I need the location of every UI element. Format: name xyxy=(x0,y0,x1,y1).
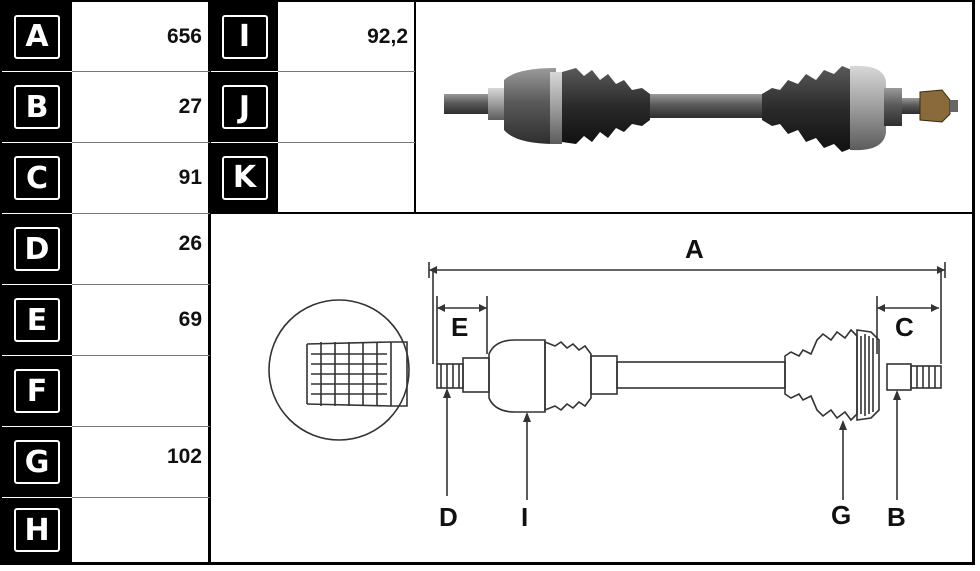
drawing-shaft xyxy=(616,361,786,389)
left-joint-housing xyxy=(504,68,556,144)
value-i: 92,2 xyxy=(367,24,408,48)
drawing-label-i: I xyxy=(521,502,528,532)
label-cell-h: H xyxy=(2,498,72,562)
row-line-m2 xyxy=(278,142,415,143)
drawing-left-housing xyxy=(488,339,546,413)
detail-circle xyxy=(268,299,410,441)
label-i: I xyxy=(221,14,268,59)
label-j: J xyxy=(221,85,268,129)
frame-top xyxy=(0,0,975,2)
value-k xyxy=(278,143,414,212)
row-line-6 xyxy=(72,426,210,427)
value-j xyxy=(278,72,414,142)
row-line-2 xyxy=(72,142,210,143)
drawing-label-e: E xyxy=(451,312,468,342)
label-cell-f: F xyxy=(2,356,72,426)
label-b: B xyxy=(14,85,60,129)
drive-shaft-photo xyxy=(416,2,972,212)
label-h: H xyxy=(14,508,60,552)
label-k: K xyxy=(221,155,268,200)
value-e: 69 xyxy=(178,308,202,331)
drawing-left-boot xyxy=(544,340,592,412)
drawing-label-g: G xyxy=(831,500,851,530)
label-cell-e: E xyxy=(2,285,72,355)
row-line-4 xyxy=(72,284,210,285)
value-f xyxy=(72,356,208,426)
label-g: G xyxy=(14,440,60,484)
label-cell-j: J xyxy=(211,72,278,142)
row-sep-photo xyxy=(208,212,975,214)
label-cell-d: D xyxy=(2,214,72,284)
label-e: E xyxy=(14,298,60,342)
drawing-right-housing xyxy=(856,329,880,421)
value-g: 102 xyxy=(166,445,202,468)
drawing-right-spline xyxy=(886,363,912,391)
value-c: 91 xyxy=(178,166,202,189)
row-line-5 xyxy=(72,355,210,356)
value-d: 26 xyxy=(178,232,202,255)
hub-nut xyxy=(919,89,951,123)
label-cell-a: A xyxy=(2,2,72,71)
frame-left xyxy=(0,0,2,565)
drawing-label-c: C xyxy=(895,312,914,342)
value-h xyxy=(72,498,208,562)
technical-drawing: A E C D I G B xyxy=(211,214,972,562)
col-sep-1 xyxy=(208,0,211,565)
label-c: C xyxy=(14,156,60,200)
drawing-label-b: B xyxy=(887,502,906,532)
label-cell-i: I xyxy=(211,2,278,71)
row-line-7 xyxy=(72,497,210,498)
drawing-label-a: A xyxy=(685,234,704,264)
right-joint-housing xyxy=(850,65,886,151)
left-boot xyxy=(562,68,650,144)
label-f: F xyxy=(14,369,60,413)
frame-bottom xyxy=(0,562,975,565)
left-stub xyxy=(444,94,494,114)
label-cell-k: K xyxy=(211,143,278,212)
right-boot xyxy=(762,66,852,152)
drawing-label-d: D xyxy=(439,502,458,532)
label-cell-b: B xyxy=(2,72,72,142)
drawing-right-boot xyxy=(784,328,858,422)
value-a: 656 xyxy=(166,24,202,48)
label-a: A xyxy=(14,14,60,59)
row-line-3 xyxy=(72,213,210,214)
value-b: 27 xyxy=(178,95,202,118)
shaft-bar xyxy=(650,94,762,118)
row-line-m1 xyxy=(278,71,415,72)
label-cell-g: G xyxy=(2,427,72,497)
frame-right xyxy=(972,0,975,565)
col-sep-2 xyxy=(414,0,416,213)
row-line-1 xyxy=(72,71,210,72)
label-cell-c: C xyxy=(2,143,72,213)
label-d: D xyxy=(14,227,60,271)
